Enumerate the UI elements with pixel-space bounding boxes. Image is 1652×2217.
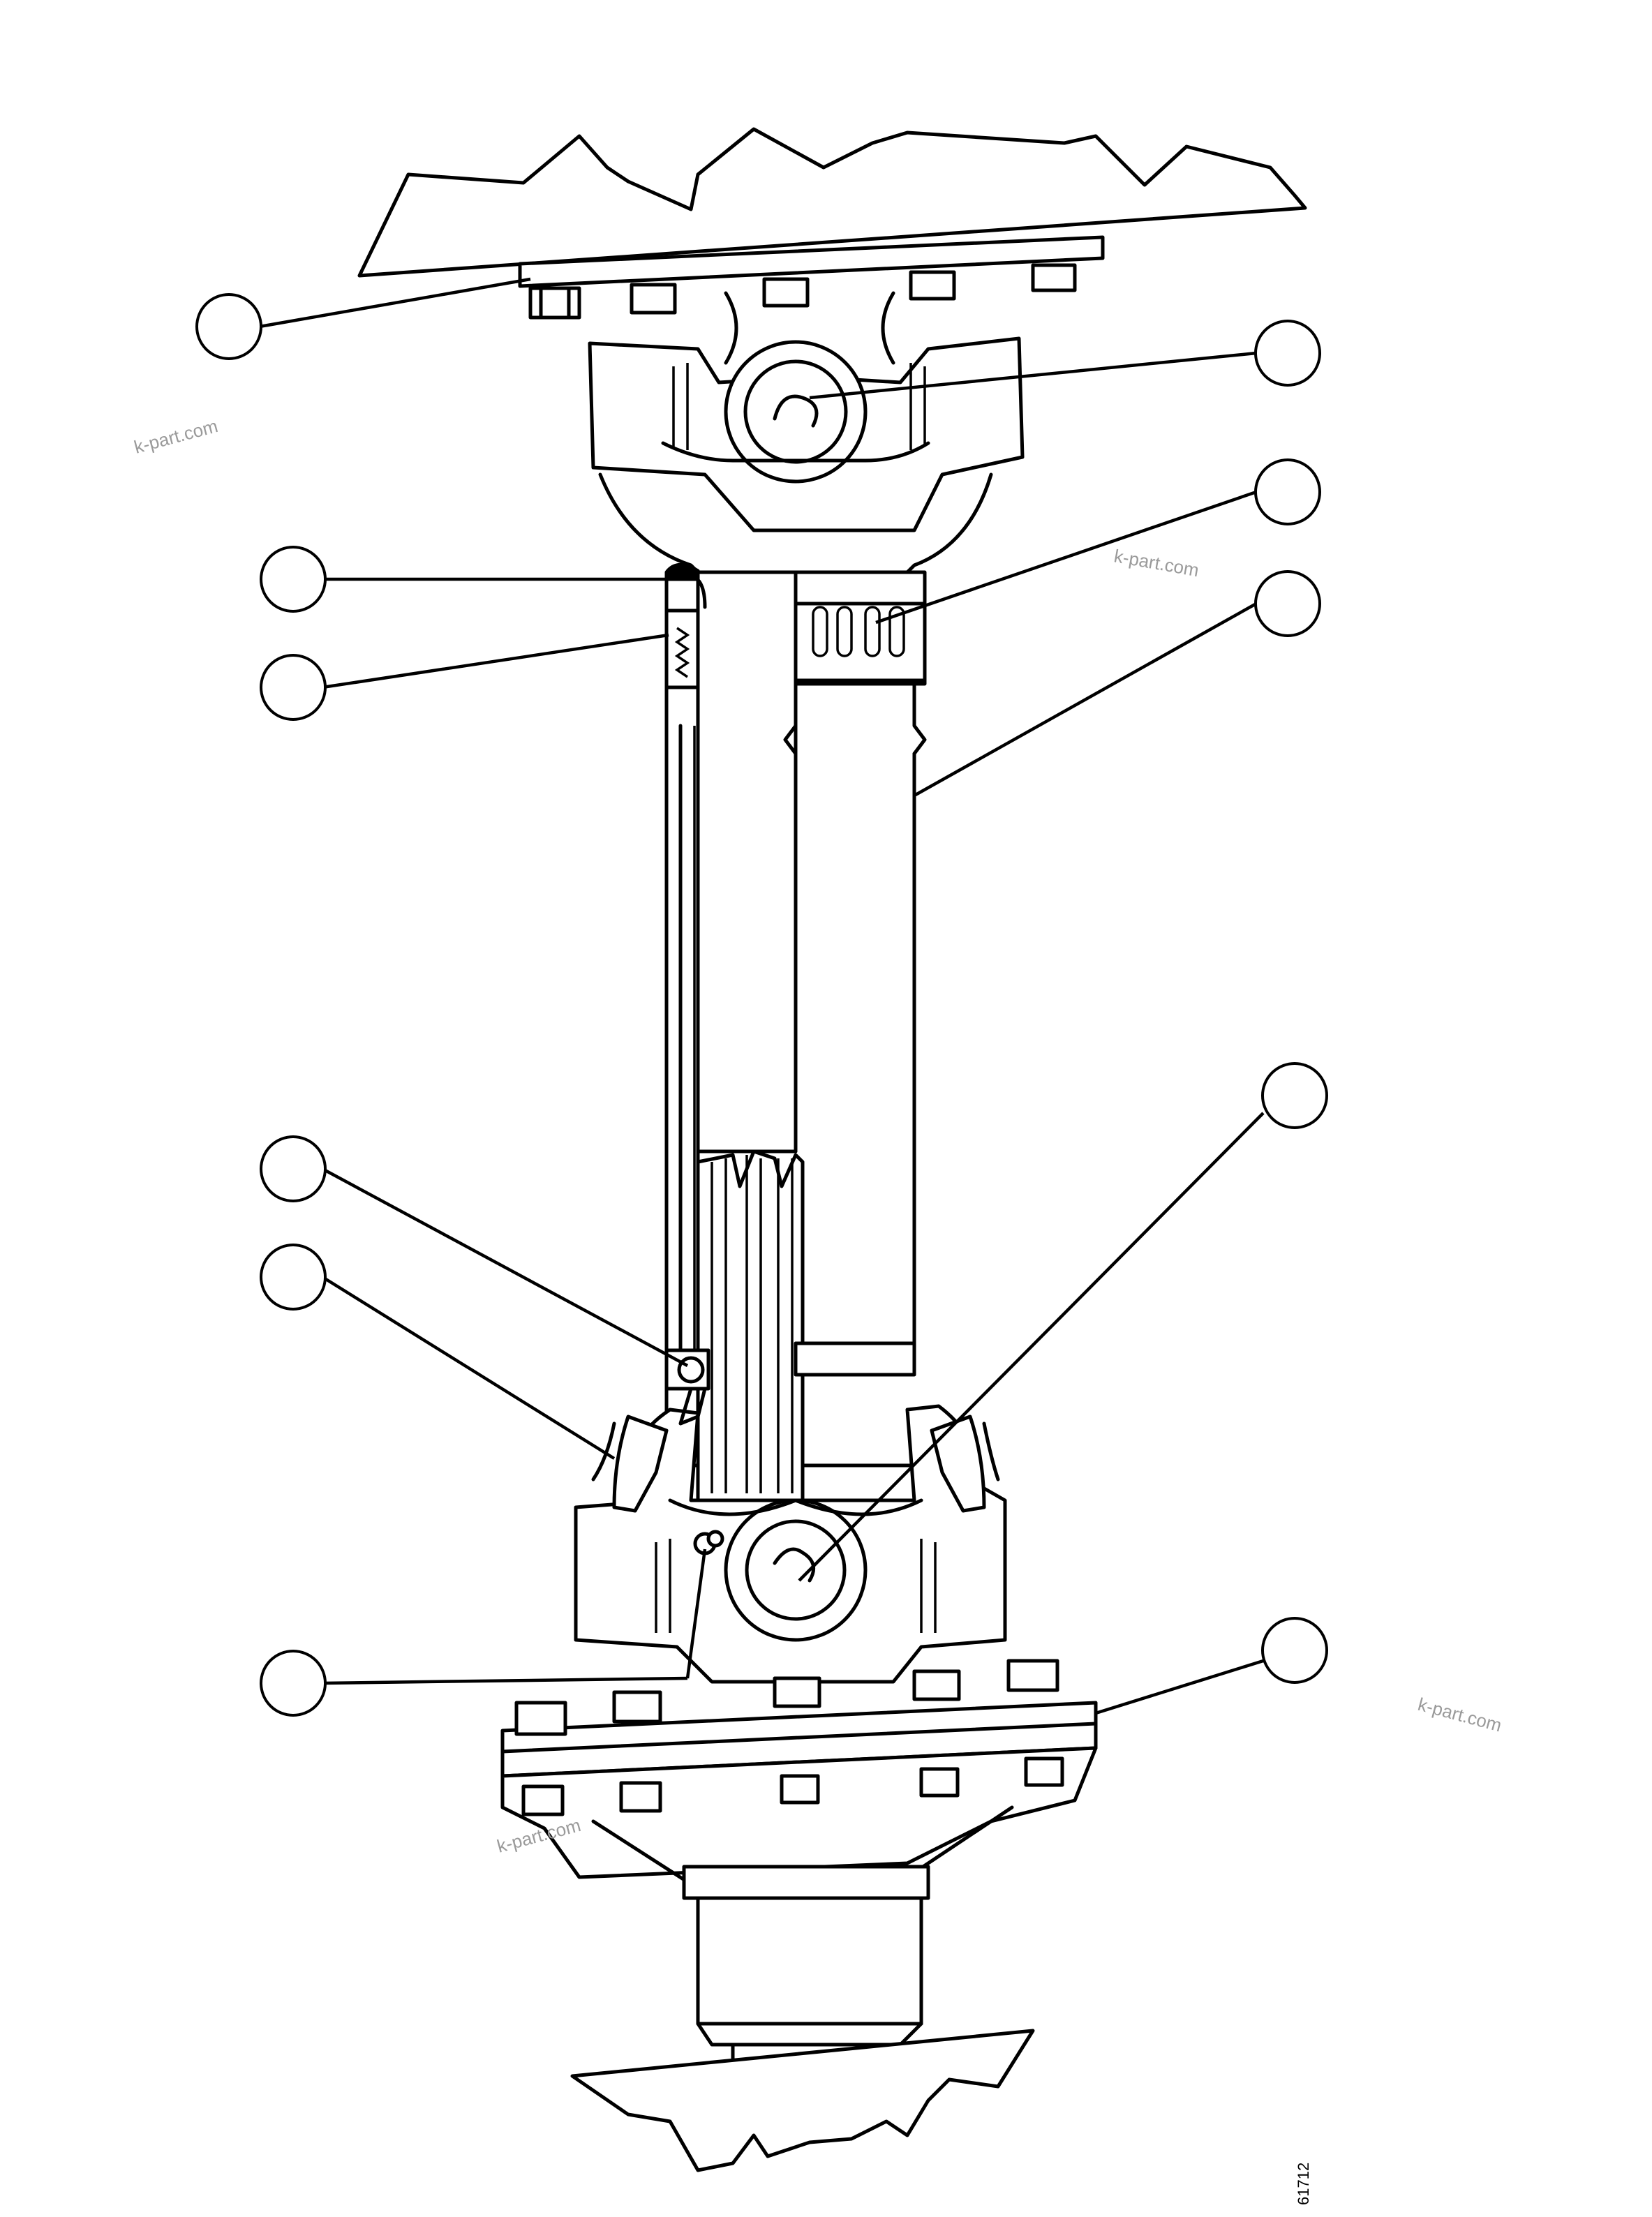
flange-bolts-bottom: [521, 1756, 1064, 1816]
watermark-3: k-part.com: [1415, 1694, 1503, 1736]
lower-u-joint: [574, 1348, 1007, 1684]
callout-2-circle: [1254, 320, 1321, 387]
top-u-joint: [588, 291, 1025, 609]
callout-10-circle: [260, 1650, 327, 1717]
top-structure: [357, 127, 1307, 320]
callout-7-circle: [260, 1135, 327, 1202]
shaft-tubes: [664, 563, 927, 1523]
slip-yoke-grip: [812, 606, 905, 657]
callout-3-circle: [1254, 458, 1321, 525]
callout-11-circle: [1261, 1617, 1328, 1684]
callouts: [195, 293, 1328, 1717]
flange-bolts-top: [514, 1659, 1059, 1736]
watermark-1: k-part.com: [132, 415, 220, 458]
bottom-housing: [570, 1865, 1035, 2172]
watermark-2: k-part.com: [1113, 545, 1200, 581]
callout-5-circle: [260, 546, 327, 613]
leader-lines: [259, 277, 1265, 1715]
callout-8-circle: [260, 1244, 327, 1311]
callout-1-circle: [195, 293, 262, 360]
figure-id: 61712: [1295, 2163, 1312, 2205]
top-bolts: [528, 263, 1077, 320]
callout-4-circle: [1254, 570, 1321, 637]
callout-9-circle: [1261, 1062, 1328, 1129]
bottom-flange: [500, 1659, 1098, 1886]
boot-bellows: [696, 1149, 916, 1502]
callout-6-circle: [260, 654, 327, 721]
